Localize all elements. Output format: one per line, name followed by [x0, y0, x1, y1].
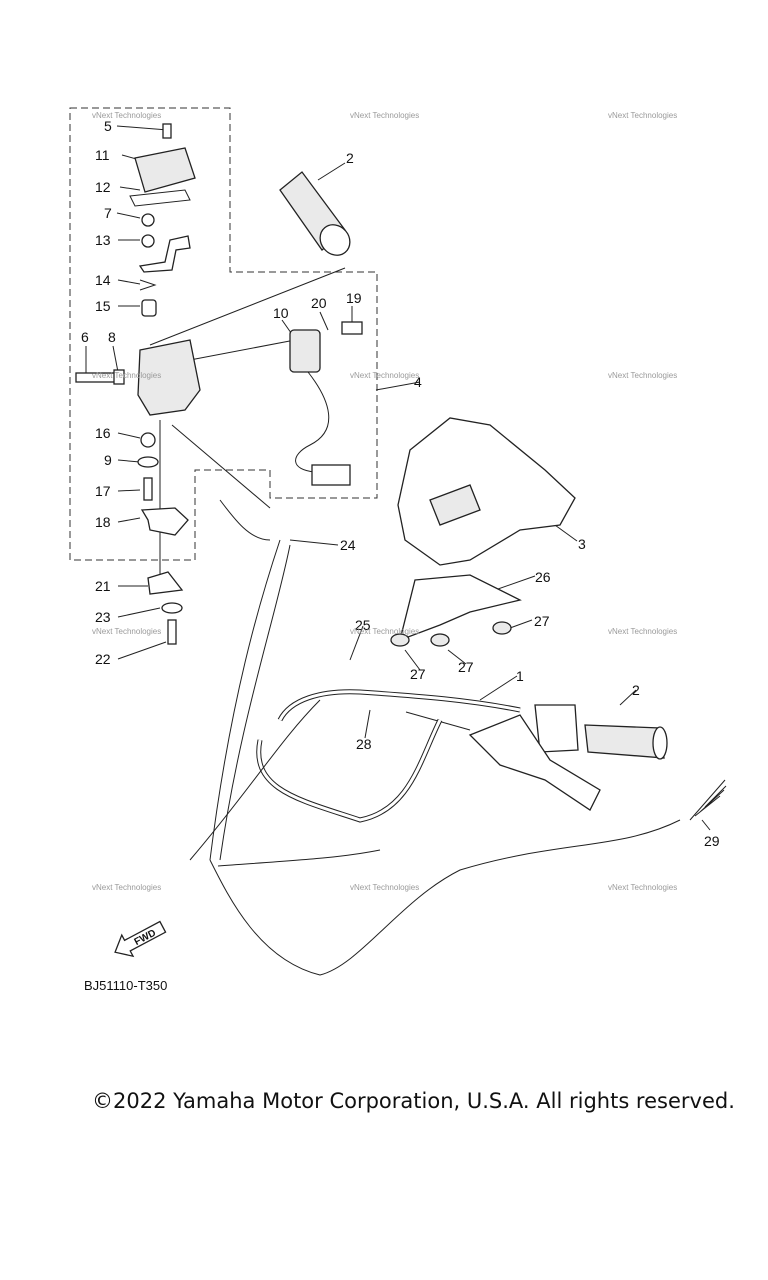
dashed-box-throttle — [69, 107, 378, 561]
guide-lines — [149, 267, 471, 731]
watermark-4: vNext Technologies — [92, 371, 161, 380]
callout-24: 24 — [340, 537, 356, 553]
spring — [689, 779, 727, 821]
callout-2-right-grip: 2 — [632, 682, 640, 698]
callout-15: 15 — [95, 298, 111, 314]
callout-28: 28 — [356, 736, 372, 752]
callout-3: 3 — [578, 536, 586, 552]
callout-27-a: 27 — [534, 613, 550, 629]
callout-16: 16 — [95, 425, 111, 441]
callout-27-b: 27 — [410, 666, 426, 682]
callout-23: 23 — [95, 609, 111, 625]
callout-20: 20 — [311, 295, 327, 311]
callout-19: 19 — [346, 290, 362, 306]
watermark-9: vNext Technologies — [608, 627, 677, 636]
callout-29: 29 — [704, 833, 720, 849]
callout-13: 13 — [95, 232, 111, 248]
callout-9: 9 — [104, 452, 112, 468]
copyright-notice: ©2022 Yamaha Motor Corporation, U.S.A. A… — [92, 1089, 735, 1113]
cowl-bracket — [390, 574, 522, 647]
callout-6: 6 — [81, 329, 89, 345]
callout-labels: 5 11 12 7 13 14 15 6 8 16 9 17 18 21 23 … — [81, 118, 720, 849]
callout-26: 26 — [535, 569, 551, 585]
left-grip — [279, 171, 351, 256]
callout-21: 21 — [95, 578, 111, 594]
callout-25: 25 — [355, 617, 371, 633]
watermark-12: vNext Technologies — [608, 883, 677, 892]
fwd-label: FWD — [133, 928, 158, 948]
callout-27-c: 27 — [458, 659, 474, 675]
watermark-3: vNext Technologies — [608, 111, 677, 120]
watermarks: vNext Technologies vNext Technologies vN… — [92, 111, 677, 892]
watermark-8: vNext Technologies — [350, 627, 419, 636]
callout-14: 14 — [95, 272, 111, 288]
callout-22: 22 — [95, 651, 111, 667]
switch-assembly — [289, 321, 363, 486]
watermark-11: vNext Technologies — [350, 883, 419, 892]
callout-1: 1 — [516, 668, 524, 684]
callout-5: 5 — [104, 118, 112, 134]
callout-18: 18 — [95, 514, 111, 530]
cables — [189, 499, 681, 976]
callout-12: 12 — [95, 179, 111, 195]
callout-17: 17 — [95, 483, 111, 499]
diagram-code: BJ51110-T350 — [84, 978, 167, 993]
watermark-10: vNext Technologies — [92, 883, 161, 892]
callout-8: 8 — [108, 329, 116, 345]
callout-2-left-grip: 2 — [346, 150, 354, 166]
watermark-6: vNext Technologies — [608, 371, 677, 380]
callout-10: 10 — [273, 305, 289, 321]
watermark-2: vNext Technologies — [350, 111, 419, 120]
watermark-7: vNext Technologies — [92, 627, 161, 636]
callout-4: 4 — [414, 374, 422, 390]
leader-lines — [85, 125, 711, 831]
fwd-arrow-icon: FWD — [114, 920, 167, 958]
handlebar-cowl — [397, 417, 576, 566]
right-grip — [534, 704, 668, 760]
throttle-housing-parts — [75, 123, 201, 645]
watermark-1: vNext Technologies — [92, 111, 161, 120]
handlebar — [256, 689, 601, 823]
callout-11: 11 — [95, 147, 110, 163]
callout-7: 7 — [104, 205, 112, 221]
watermark-5: vNext Technologies — [350, 371, 419, 380]
